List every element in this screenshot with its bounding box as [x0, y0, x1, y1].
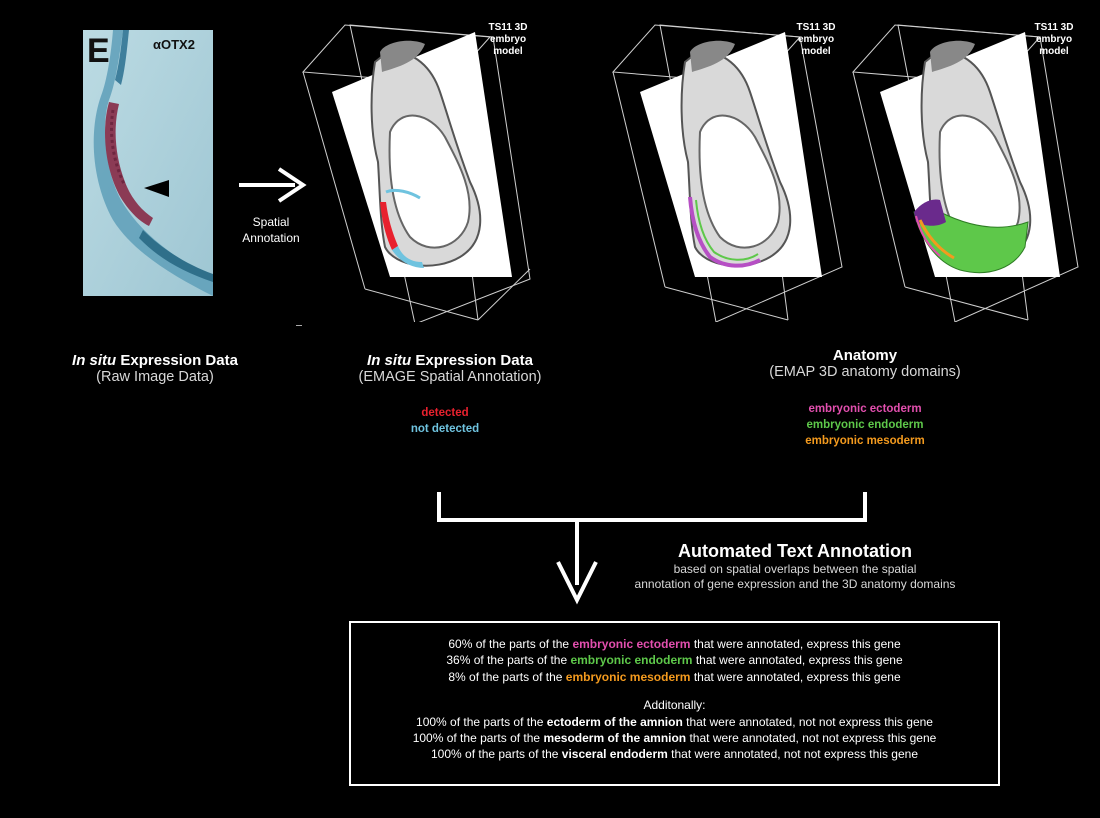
result-term: embryonic mesoderm	[565, 669, 691, 684]
panel-letter: E	[87, 32, 110, 70]
caption-anatomy-subtitle: (EMAP 3D anatomy domains)	[769, 364, 961, 380]
additional-term: mesoderm of the amnion	[543, 731, 687, 746]
additional-line: 100% of the parts of the mesoderm of the…	[412, 731, 937, 746]
automated-annotation-header: Automated Text Annotation based on spati…	[600, 541, 990, 592]
automated-title: Automated Text Annotation	[678, 541, 912, 561]
legend-mesoderm: embryonic mesoderm	[805, 435, 925, 447]
caption-spatial-subtitle: (EMAGE Spatial Annotation)	[358, 369, 542, 385]
caption-spatial-italic: In situ	[367, 352, 412, 369]
model-label: TS11 3D embryo model	[488, 22, 528, 57]
automated-subtitle-2: annotation of gene expression and the 3D…	[634, 577, 956, 591]
spatial-annotation-label: Spatial Annotation	[242, 215, 300, 245]
additional-term: visceral endoderm	[561, 747, 668, 762]
result-term: embryonic ectoderm	[572, 637, 691, 651]
legend-not-detected: not detected	[410, 423, 480, 435]
caption-raw-subtitle: (Raw Image Data)	[96, 369, 214, 385]
result-line: 60% of the parts of the embryonic ectode…	[448, 637, 901, 651]
additional-term: ectoderm of the amnion	[546, 714, 683, 729]
results-box: 60% of the parts of the embryonic ectode…	[349, 621, 1000, 786]
model-3d-anatomy: TS11 3D embryo model	[850, 22, 1085, 323]
raw-image-panel: E αOTX2	[83, 30, 213, 296]
right-arrow-icon	[239, 167, 307, 203]
result-term: embryonic endoderm	[570, 653, 693, 668]
model-3d-overlay: TS11 3D embryo model	[610, 22, 850, 323]
caption-anatomy: Anatomy (EMAP 3D anatomy domains)	[740, 347, 990, 380]
model-label: TS11 3D embryo model	[1034, 22, 1074, 57]
antibody-label: αOTX2	[153, 37, 195, 52]
additional-line: 100% of the parts of the ectoderm of the…	[416, 714, 933, 729]
raw-tissue-image	[83, 30, 213, 296]
caption-spatial-title: Expression Data	[411, 352, 533, 369]
legend-ectoderm: embryonic ectoderm	[808, 403, 922, 415]
model-label: TS11 3D embryo model	[796, 22, 836, 57]
caption-spatial: In situ Expression Data (EMAGE Spatial A…	[330, 352, 570, 385]
caption-raw-title: Expression Data	[116, 352, 238, 369]
legend-detected: detected	[421, 407, 469, 419]
caption-anatomy-title: Anatomy	[832, 347, 898, 364]
additional-line: 100% of the parts of the visceral endode…	[431, 747, 918, 762]
down-arrow-icon	[556, 561, 598, 605]
caption-raw: In situ Expression Data (Raw Image Data)	[40, 352, 270, 385]
legend-endoderm: embryonic endoderm	[806, 419, 924, 431]
merge-bracket	[437, 492, 867, 605]
result-line: 36% of the parts of the embryonic endode…	[446, 653, 903, 668]
caption-raw-italic: In situ	[72, 352, 117, 369]
spatial-legend: detected not detected	[380, 405, 510, 437]
automated-subtitle-1: based on spatial overlaps between the sp…	[673, 562, 917, 576]
model-3d-spatial: TS11 3D embryo model	[300, 22, 560, 325]
anatomy-legend: embryonic ectoderm embryonic endoderm em…	[780, 401, 950, 449]
result-line: 8% of the parts of the embryonic mesoder…	[448, 669, 901, 684]
divider-tick	[296, 325, 302, 326]
additional-label: Additonally:	[643, 698, 706, 713]
